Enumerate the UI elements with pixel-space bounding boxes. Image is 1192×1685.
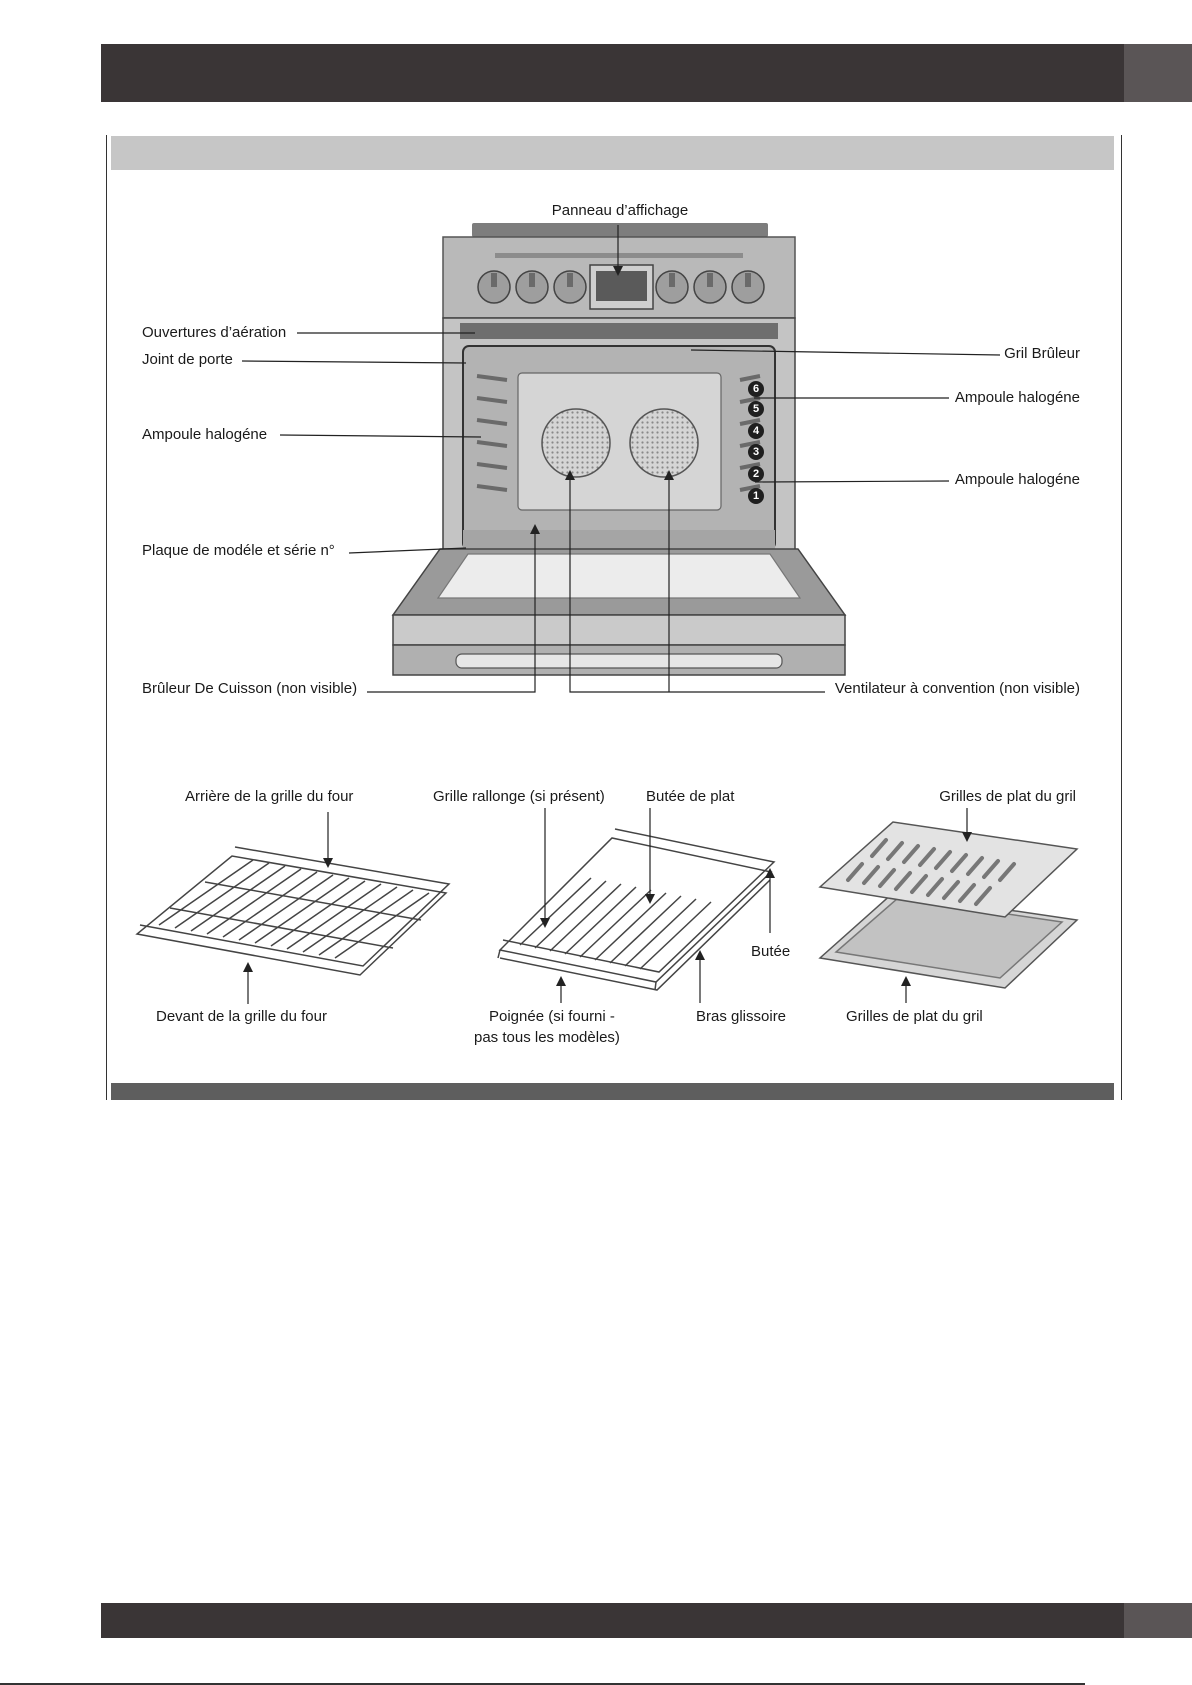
footer-bar — [101, 1603, 1124, 1638]
label-halogen-left: Ampoule halogéne — [142, 426, 268, 443]
broil-pan-drawing — [818, 892, 1079, 989]
arrowheads — [530, 266, 674, 534]
header-tab — [1124, 44, 1192, 102]
frame-right-rule — [1121, 135, 1122, 1100]
label-broil-burner: Gril Brûleur — [1004, 345, 1080, 362]
extension-rack-drawing — [497, 828, 776, 991]
section-header-band — [111, 136, 1114, 170]
rack-position-number: 1 — [752, 490, 760, 502]
broil-grate-drawing — [818, 821, 1079, 918]
label-rack-front: Devant de la grille du four — [156, 1008, 327, 1025]
section-footer-band — [111, 1083, 1114, 1100]
label-halogen-right-bottom: Ampoule halogéne — [954, 471, 1080, 488]
label-slide-arm: Bras glissoire — [696, 1008, 787, 1025]
label-door-gasket: Joint de porte — [142, 351, 233, 368]
label-handle-line2: pas tous les modèles) — [474, 1029, 620, 1046]
label-pan-stop: Butée de plat — [646, 788, 735, 805]
label-handle-line1: Poignée (si fourni - — [489, 1008, 615, 1025]
rack-position-number: 4 — [752, 425, 760, 437]
label-vents: Ouvertures d’aération — [142, 324, 287, 341]
leader-lines — [241, 225, 1001, 693]
label-display-panel: Panneau d’affichage — [551, 202, 689, 219]
label-halogen-right-top: Ampoule halogéne — [954, 389, 1080, 406]
label-convection-fan: Ventilateur à convention (non visible) — [834, 680, 1080, 697]
label-model-plate: Plaque de modéle et série n° — [142, 542, 335, 559]
label-broil-pan: Grilles de plat du gril — [846, 1008, 983, 1025]
rack-position-number: 2 — [752, 468, 760, 480]
label-extension-rack: Grille rallonge (si présent) — [433, 788, 605, 805]
rack-position-number: 3 — [752, 446, 760, 458]
header-bar — [101, 44, 1124, 102]
bottom-rule — [0, 1683, 1085, 1685]
label-rack-back: Arrière de la grille du four — [185, 788, 354, 805]
control-knobs — [477, 270, 765, 304]
rack-position-badges — [748, 381, 764, 504]
frame-left-rule — [106, 135, 107, 1100]
oven-rack-drawing — [135, 846, 451, 976]
range-drawing — [391, 223, 847, 676]
rack-position-number: 5 — [752, 403, 760, 415]
rack-position-number: 6 — [752, 383, 760, 395]
label-broil-grate: Grilles de plat du gril — [939, 788, 1076, 805]
footer-tab — [1124, 1603, 1192, 1638]
label-stop: Butée — [751, 943, 791, 960]
label-bake-burner: Brûleur De Cuisson (non visible) — [142, 680, 358, 697]
